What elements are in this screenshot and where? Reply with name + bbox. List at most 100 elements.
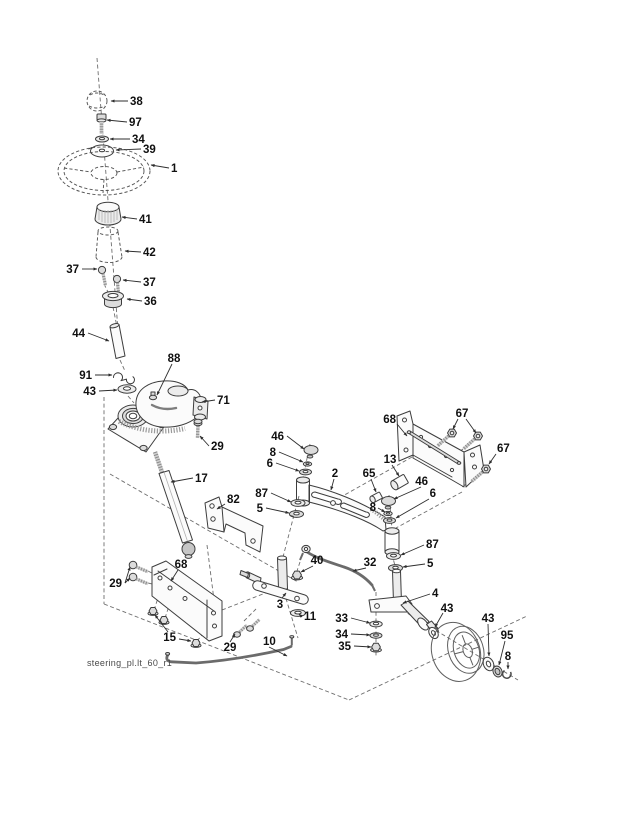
washer-8-left — [302, 461, 313, 467]
part-label-46: 46 — [415, 476, 428, 488]
part-label-34: 34 — [335, 629, 348, 641]
wheel-adapter-41 — [94, 201, 122, 226]
part-label-17: 17 — [195, 473, 208, 485]
chassis-bracket-68-left — [151, 560, 223, 642]
steering-boot-42 — [95, 226, 123, 263]
leader-line-32 — [352, 567, 367, 572]
leader-line-43 — [434, 612, 444, 628]
part-label-29: 29 — [224, 642, 237, 654]
part-label-42: 42 — [143, 247, 156, 259]
leader-line-65 — [370, 478, 377, 493]
axle-pivot-bracket-68-right — [396, 410, 485, 488]
part-label-88: 88 — [168, 353, 181, 365]
steering-wheel-1 — [57, 146, 151, 196]
washer-6-right — [383, 517, 396, 524]
leader-line-29 — [124, 577, 131, 584]
flange-nut-15-b — [158, 616, 170, 625]
leader-line-6 — [395, 498, 430, 519]
leader-line-41 — [121, 215, 138, 220]
screw-37-left — [97, 265, 108, 286]
washer-87-right — [386, 552, 401, 560]
upper-shaft-44 — [109, 323, 126, 359]
leader-line-37 — [122, 278, 142, 283]
leader-line-1 — [150, 164, 170, 169]
part-label-15: 15 — [163, 632, 176, 644]
part-label-36: 36 — [144, 296, 157, 308]
hex-bolt-97 — [96, 113, 107, 134]
carriage-bolt-29-left-b — [128, 572, 149, 586]
leader-line-8 — [278, 451, 304, 463]
leader-line-10 — [268, 646, 288, 657]
washer-43-upper — [117, 384, 137, 394]
leader-line-44 — [87, 332, 110, 342]
leader-line-43 — [98, 388, 118, 392]
bolt-29-gear — [193, 418, 203, 439]
washer-87-left — [290, 499, 306, 507]
leader-line-46 — [393, 486, 422, 500]
part-label-87: 87 — [426, 539, 439, 551]
leader-line-88 — [156, 363, 173, 396]
part-label-43: 43 — [83, 386, 96, 398]
front-wheel — [430, 621, 485, 682]
leader-line-87 — [400, 544, 425, 556]
part-label-37: 37 — [66, 264, 79, 276]
tie-rod-32 — [299, 544, 376, 592]
leader-line-8 — [377, 507, 386, 513]
leader-line-67 — [488, 453, 497, 465]
leader-line-4 — [402, 593, 431, 604]
part-label-11: 11 — [304, 611, 317, 623]
spindle-assembly-3 — [239, 555, 309, 605]
carriage-bolt-29-left-a — [128, 560, 149, 574]
leader-line-68 — [170, 569, 179, 582]
part-label-35: 35 — [338, 641, 351, 653]
front-axle-2 — [296, 476, 400, 556]
leader-line-3 — [281, 592, 287, 599]
leader-line-17 — [170, 477, 194, 483]
leader-line-35 — [353, 645, 372, 649]
part-label-29: 29 — [211, 441, 224, 453]
spacer-65 — [369, 491, 383, 504]
part-label-97: 97 — [129, 117, 142, 129]
part-label-41: 41 — [139, 214, 152, 226]
part-label-32: 32 — [364, 557, 377, 569]
leader-line-11 — [298, 613, 303, 618]
part-label-67: 67 — [456, 408, 469, 420]
bolt-29-lower-b — [246, 618, 261, 632]
leader-line-29 — [124, 566, 131, 584]
flange-nut-35 — [370, 642, 382, 653]
gear-mount-bracket — [192, 396, 209, 421]
cap-screw-46-right — [381, 496, 396, 510]
washer-43-outer — [482, 656, 495, 672]
retainer-clip-8 — [501, 669, 512, 679]
leader-line-43 — [487, 623, 491, 657]
part-label-10: 10 — [263, 636, 276, 648]
washer-11 — [290, 609, 306, 617]
part-label-65: 65 — [363, 468, 376, 480]
leader-line-71 — [201, 399, 216, 404]
leader-line-5 — [402, 563, 426, 569]
leader-line-67 — [465, 418, 477, 434]
part-label-5: 5 — [257, 503, 264, 515]
washer-8-right — [383, 510, 393, 517]
part-label-68: 68 — [175, 559, 188, 571]
retainer-clip-91 — [112, 372, 135, 385]
steering-shaft-17 — [152, 451, 196, 559]
flange-nut-40 — [290, 570, 304, 581]
hex-bolt-67-c — [470, 464, 491, 483]
leader-line-40 — [300, 565, 314, 573]
part-label-44: 44 — [72, 328, 85, 340]
part-label-8: 8 — [505, 651, 512, 663]
drawing-code: steering_pl.lt_60_r1 — [87, 658, 172, 668]
steering-wheel-cap-38 — [86, 90, 108, 112]
leader-line-13 — [391, 464, 400, 477]
part-label-5: 5 — [427, 558, 434, 570]
part-label-43: 43 — [482, 613, 495, 625]
washer-34-upper — [95, 135, 109, 143]
part-label-91: 91 — [79, 370, 92, 382]
hex-bolt-67-a — [436, 428, 457, 448]
leader-line-39 — [115, 148, 142, 152]
leader-line-5 — [265, 507, 290, 514]
leader-line-6 — [275, 462, 300, 472]
